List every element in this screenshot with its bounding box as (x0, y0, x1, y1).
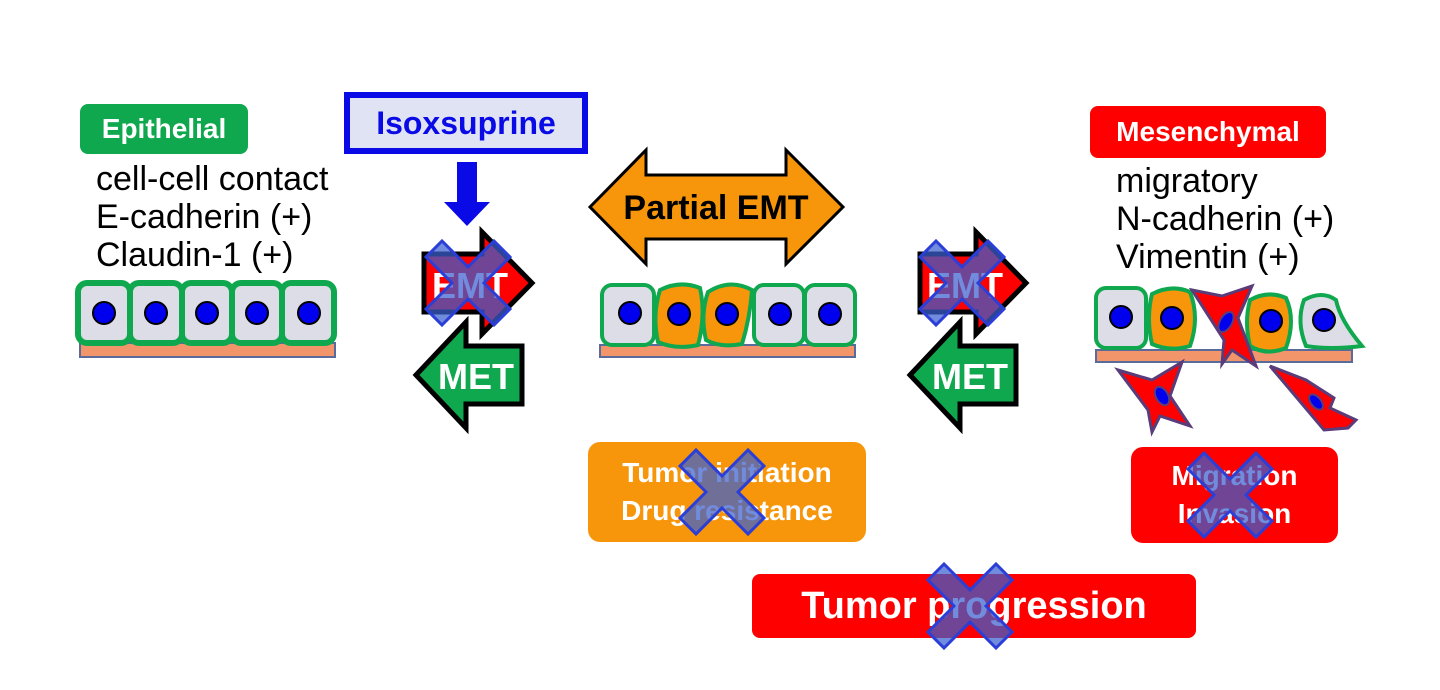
epithelial-cells (75, 280, 337, 346)
left-met-arrow: MET (412, 315, 525, 435)
mesenchymal-cell (1114, 358, 1194, 437)
nucleus (92, 301, 116, 325)
mesenchymal-property: Vimentin (+) (1116, 238, 1300, 276)
nucleus (297, 301, 321, 325)
mesenchymal-property: N-cadherin (+) (1116, 200, 1335, 238)
nucleus (195, 301, 219, 325)
epithelial-property: cell-cell contact (96, 160, 329, 198)
epithelial-cell-layer (75, 280, 337, 358)
nucleus (1312, 308, 1336, 332)
mesenchymal-label: Mesenchymal (1116, 116, 1300, 147)
nucleus (818, 302, 842, 326)
epithelial-property: Claudin-1 (+) (96, 236, 294, 274)
nucleus (1153, 385, 1171, 407)
epithelial-label: Epithelial (101, 113, 227, 144)
nucleus (1217, 311, 1235, 333)
nucleus (144, 301, 168, 325)
nucleus (1308, 393, 1324, 411)
nucleus (1160, 306, 1184, 330)
nucleus (245, 301, 269, 325)
nucleus (768, 302, 792, 326)
block-x-icon (1186, 451, 1274, 539)
block-x-icon (678, 448, 766, 536)
inhibit-arrow-icon (444, 162, 490, 226)
partial-emt-arrow: Partial EMT (587, 146, 846, 268)
nucleus (667, 302, 691, 326)
nucleus (1259, 309, 1283, 333)
left-met-label: MET (438, 356, 514, 397)
isoxsuprine-label: Isoxsuprine (376, 104, 556, 141)
block-x-icon (926, 562, 1014, 650)
right-met-arrow: MET (906, 315, 1019, 435)
partial-cell-layer (599, 282, 857, 358)
isoxsuprine-box: Isoxsuprine (344, 92, 588, 154)
partial-emt-label: Partial EMT (623, 189, 808, 227)
mesenchymal-badge: Mesenchymal (1090, 106, 1326, 158)
right-met-label: MET (932, 356, 1008, 397)
mesenchymal-cell-layer (1094, 283, 1366, 437)
epithelial-property: E-cadherin (+) (96, 198, 313, 236)
mesenchymal-property: migratory (1116, 162, 1258, 200)
nucleus (715, 302, 739, 326)
nucleus (618, 301, 642, 325)
epithelial-properties: cell-cell contact E-cadherin (+) Claudin… (96, 160, 328, 274)
nucleus (1109, 305, 1133, 329)
epithelial-badge: Epithelial (80, 104, 248, 154)
mesenchymal-properties: migratory N-cadherin (+) Vimentin (+) (1116, 162, 1334, 276)
